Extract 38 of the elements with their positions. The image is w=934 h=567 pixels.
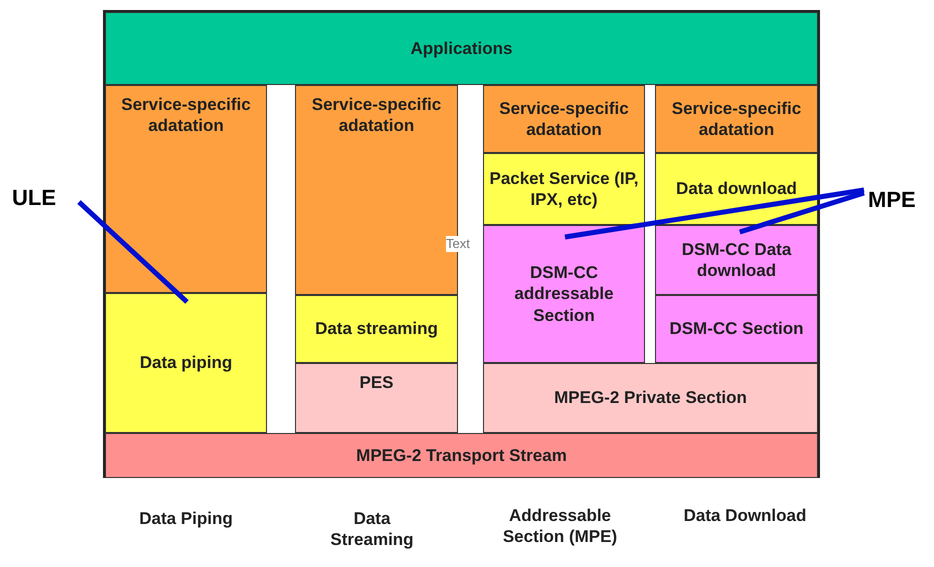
- layer-box: [655, 295, 818, 363]
- layer-label: DSM-CC Data download: [680, 238, 792, 282]
- leader-line: [739, 190, 865, 234]
- layer-label: Service-specific adatation: [120, 94, 252, 136]
- layer-label: Data piping: [138, 352, 234, 374]
- layer-box: [105, 433, 818, 478]
- layer-label: DSM-CC Section: [668, 318, 805, 340]
- layer-label: Data streaming: [314, 318, 439, 340]
- layer-label: Applications: [409, 38, 514, 60]
- column-caption: Data Download: [682, 505, 808, 526]
- layer-label: Packet Service (IP, IPX, etc): [488, 168, 640, 210]
- layer-box: [105, 85, 267, 293]
- layer-box: [483, 153, 645, 225]
- layer-box: [655, 85, 818, 153]
- layer-box: [105, 12, 818, 85]
- leader-line: [77, 200, 189, 304]
- layer-box: [655, 153, 818, 225]
- column-caption: Data Streaming: [329, 508, 415, 550]
- layer-box: [295, 363, 458, 433]
- layer-label: Service-specific adatation: [670, 98, 802, 140]
- layer-box: [655, 225, 818, 295]
- layer-box: [483, 85, 645, 153]
- protocol-label: ULE: [12, 185, 56, 211]
- column-caption: Data Piping: [138, 508, 234, 530]
- layer-label: Service-specific adatation: [310, 94, 442, 136]
- layer-label: PES: [358, 372, 395, 394]
- layer-box: [295, 295, 458, 363]
- layer-box: [483, 225, 645, 363]
- layer-label: DSM-CC addressable Section: [513, 262, 615, 326]
- layer-label: MPEG-2 Private Section: [553, 387, 748, 409]
- layer-label: Data download: [675, 178, 798, 200]
- protocol-label: MPE: [868, 187, 916, 213]
- layer-label: MPEG-2 Transport Stream: [355, 444, 568, 466]
- layer-box: [105, 293, 267, 433]
- layer-label: Service-specific adatation: [498, 98, 630, 140]
- text-annotation: Text: [446, 236, 470, 252]
- column-caption: Addressable Section (MPE): [502, 505, 618, 548]
- layer-box: [483, 363, 818, 433]
